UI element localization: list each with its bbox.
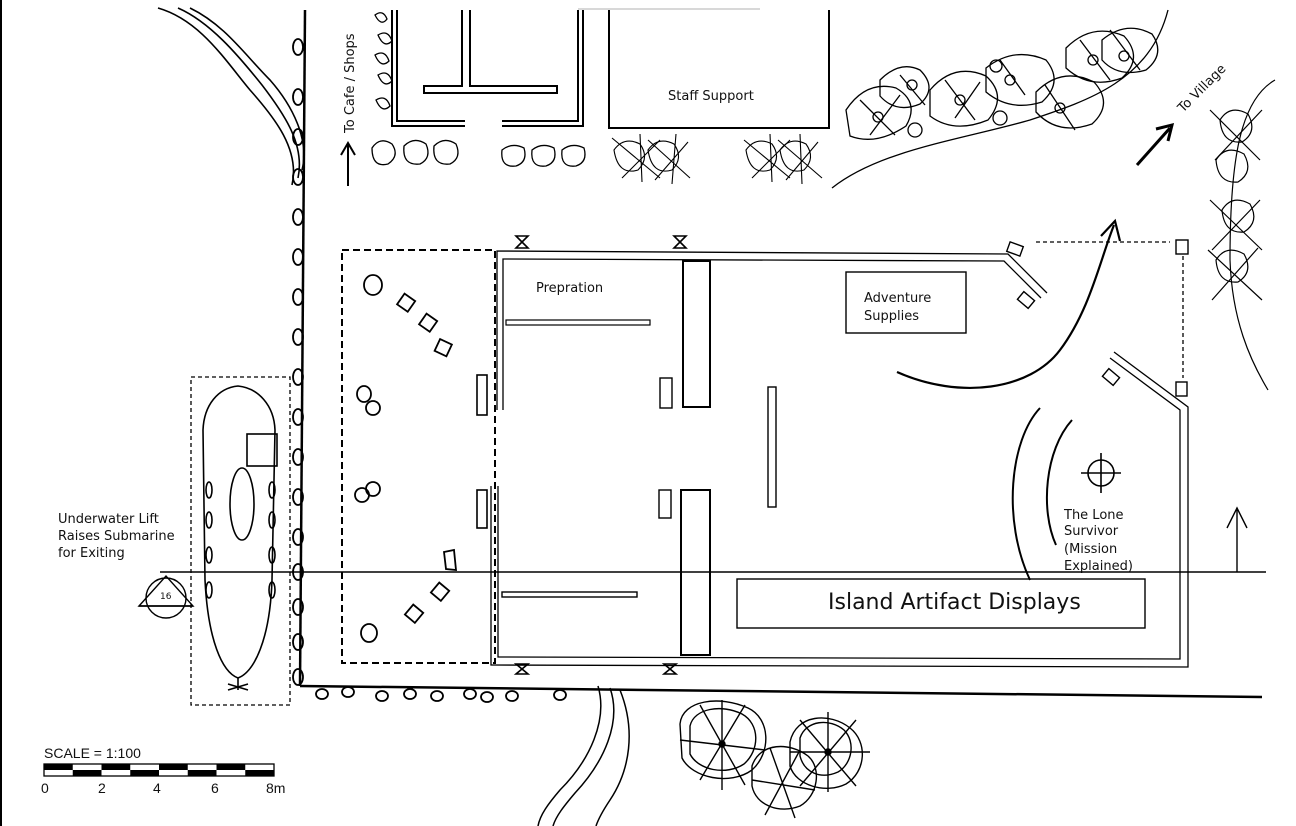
section-marker-number: 16 (160, 592, 172, 602)
flower-shrub-cluster (831, 9, 1169, 189)
to-village-label: To Village (1175, 62, 1230, 117)
building-top-left (391, 10, 584, 127)
island-artifact-displays-label: Island Artifact Displays (828, 590, 1081, 615)
wall-markers (513, 235, 688, 675)
exit-path-arrow (896, 218, 1122, 389)
to-cafe-arrow (340, 141, 356, 186)
section-marker (137, 574, 195, 619)
lone-survivor-label: The Lone (1063, 508, 1124, 523)
shrubs-top-left (371, 12, 586, 167)
section-cut-line (160, 506, 1266, 573)
dashed-fence-right (1036, 241, 1184, 378)
staff-support-label: Staff Support (668, 89, 754, 104)
lone-survivor-label-line2: Survivor (1064, 524, 1119, 539)
preparation-partition (505, 319, 651, 326)
scale-tick-8m: 8m (266, 780, 285, 796)
adventure-supplies-label-line2: Supplies (864, 309, 919, 324)
scale-tick-2: 2 (98, 780, 106, 796)
right-side-trees (1207, 79, 1276, 391)
site-boundary (298, 9, 1263, 699)
lone-survivor-arcs (1011, 407, 1073, 581)
stream-bottom (537, 685, 630, 826)
entrance-doors (476, 374, 488, 529)
gate-posts-right (1005, 239, 1189, 397)
adventure-supplies-box (845, 271, 967, 334)
boundary-posts-bottom (315, 686, 567, 703)
central-pillars (680, 260, 711, 656)
boundary-posts-left (292, 38, 304, 686)
adventure-supplies-label: Adventure (864, 291, 931, 306)
lone-survivor-target-icon (1081, 453, 1121, 493)
dashed-courtyard-zone (341, 249, 496, 664)
to-cafe-shops-label: To Cafe / Shops (343, 33, 358, 134)
small-display-cases (501, 377, 777, 598)
underwater-lift-label-line3: for Exiting (58, 546, 125, 561)
scale-tick-6: 6 (211, 780, 219, 796)
main-building-walls (490, 250, 1189, 668)
lone-survivor-label-line3: (Mission (1064, 542, 1117, 557)
preparation-label: Prepration (536, 281, 603, 296)
courtyard-seating (354, 274, 458, 643)
underwater-lift-label-line2: Raises Submarine (58, 529, 175, 544)
underwater-lift-label: Underwater Lift (58, 512, 159, 527)
to-village-arrow (1135, 122, 1175, 166)
submarine-icon (202, 385, 278, 691)
spiky-bushes-top (611, 133, 823, 185)
stream-top-left (157, 7, 305, 186)
bottom-trees (679, 700, 870, 819)
staff-support-building (578, 8, 830, 129)
scale-bar-title: SCALE = 1:100 (44, 745, 141, 761)
island-artifact-displays-box (736, 578, 1146, 629)
scale-tick-4: 4 (153, 780, 161, 796)
scale-tick-0: 0 (41, 780, 49, 796)
submarine-dock-zone (190, 376, 291, 706)
scale-bar: SCALE = 1:100 0 2 4 6 8m (41, 745, 285, 796)
lone-survivor-label-line4: Explained) (1064, 559, 1133, 574)
